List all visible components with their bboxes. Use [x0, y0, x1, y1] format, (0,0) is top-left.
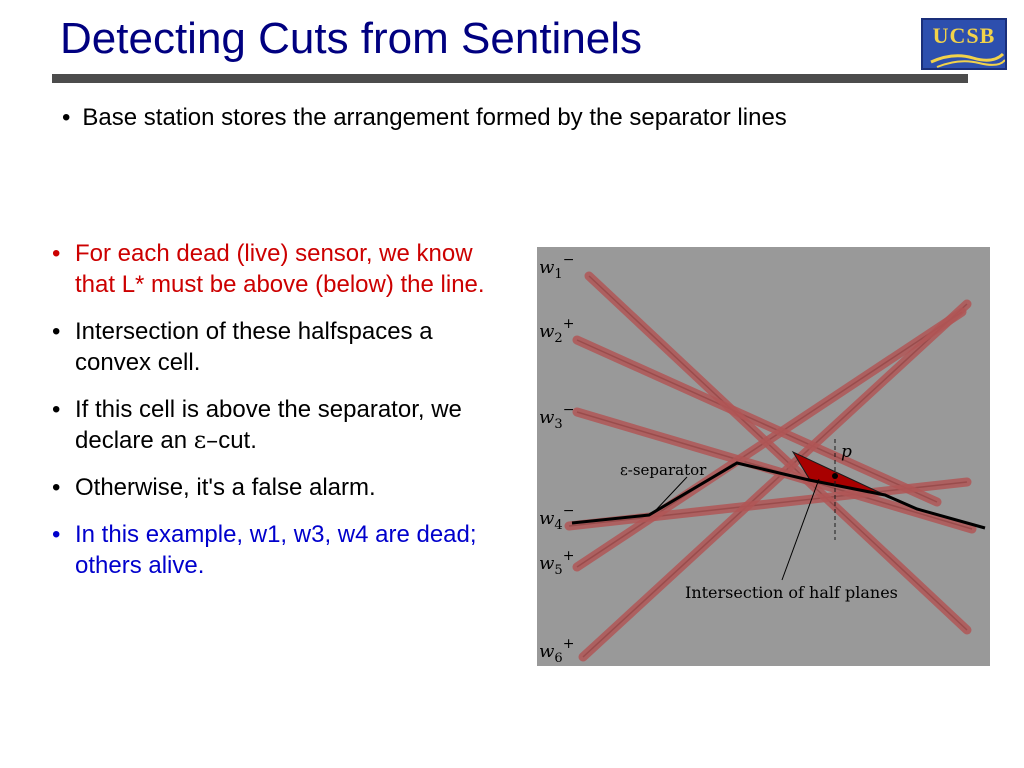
logo-text: UCSB	[932, 23, 996, 48]
line-label-w2: w2+	[539, 316, 574, 346]
ucsb-logo: UCSB	[921, 18, 1007, 70]
bullet-item: • Intersection of these halfspaces a con…	[52, 316, 512, 378]
point-p-marker	[832, 473, 838, 479]
bullet-item: • For each dead (live) sensor, we know t…	[52, 238, 512, 300]
arrangement-figure: p ε-separator Intersection of half plane…	[537, 247, 990, 666]
bullet-item: • Otherwise, it's a false alarm.	[52, 472, 512, 503]
bullet-text: For each dead (live) sensor, we know tha…	[75, 240, 485, 298]
slide-title: Detecting Cuts from Sentinels	[60, 14, 643, 63]
line-label-w5: w5+	[539, 548, 574, 578]
bullet-text: Otherwise, it's a false alarm.	[75, 474, 376, 501]
bullet-dot: •	[52, 396, 61, 423]
epsilon-symbol: ε–	[193, 426, 219, 454]
separator-pointer	[654, 476, 688, 512]
bullet-item: • If this cell is above the separator, w…	[52, 394, 512, 456]
band-w2	[572, 335, 942, 507]
separator-label: ε-separator	[620, 461, 707, 479]
bullet-dot: •	[52, 240, 61, 267]
bullet-dot: •	[52, 474, 61, 501]
top-bullet-text: Base station stores the arrangement form…	[82, 104, 787, 131]
band-w6	[578, 299, 972, 662]
top-bullet: • Base station stores the arrangement fo…	[62, 104, 787, 132]
intersection-pointer	[781, 478, 820, 581]
bullet-item: • In this example, w1, w3, w4 are dead; …	[52, 519, 512, 581]
bullet-text: cut.	[218, 427, 257, 454]
bullet-text: If this cell is above the separator, we …	[75, 396, 462, 454]
bullet-list: • For each dead (live) sensor, we know t…	[52, 238, 512, 597]
figure-background	[537, 247, 990, 666]
line-label-w3: w3−	[539, 402, 574, 432]
title-divider	[52, 74, 968, 83]
line-label-w4: w4−	[539, 503, 574, 533]
line-label-w1: w1−	[539, 252, 574, 282]
band-w4	[564, 477, 972, 531]
bullet-text: In this example, w1, w3, w4 are dead; ot…	[75, 521, 477, 579]
bullet-text: Intersection of these halfspaces a conve…	[75, 318, 433, 376]
band-w1	[584, 271, 972, 635]
bullet-dot: •	[62, 104, 71, 131]
bullet-dot: •	[52, 521, 61, 548]
bullet-dot: •	[52, 318, 61, 345]
epsilon-separator-line	[571, 461, 986, 530]
point-p-label: p	[841, 442, 852, 462]
line-label-w6: w6+	[539, 636, 574, 666]
logo-wave-icon	[930, 52, 1005, 68]
band-w5	[572, 307, 967, 572]
intersection-label: Intersection of half planes	[685, 583, 898, 602]
